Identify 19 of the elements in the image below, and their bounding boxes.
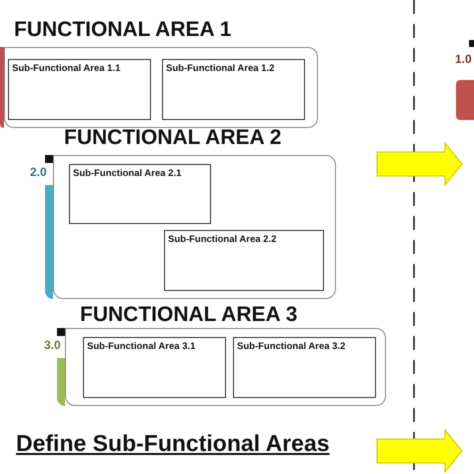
sub-area-title: Sub-Functional Area 3.1 (87, 341, 196, 352)
area-number: 3.0 (44, 338, 61, 352)
sub-area-box (162, 59, 305, 120)
sub-area-title: Sub-Functional Area 2.1 (73, 168, 182, 179)
sub-area-title: Sub-Functional Area 1.2 (166, 63, 274, 74)
area-heading: FUNCTIONAL AREA 1 (14, 18, 232, 42)
sub-area-box (164, 230, 324, 291)
caption: Define Sub-Functional Areas (16, 430, 330, 457)
area-heading: FUNCTIONAL AREA 3 (80, 303, 298, 327)
sub-area-box (8, 59, 151, 120)
area-heading: FUNCTIONAL AREA 2 (64, 126, 282, 150)
sub-area-box (69, 164, 211, 224)
sub-area-title: Sub-Functional Area 3.2 (237, 341, 346, 352)
sub-area-box (233, 337, 376, 398)
area-number: 2.0 (30, 165, 47, 179)
area-number: 1.0 (455, 52, 472, 66)
sub-area-box (83, 337, 226, 398)
sub-area-title: Sub-Functional Area 1.1 (12, 63, 120, 74)
sub-area-title: Sub-Functional Area 2.2 (168, 234, 276, 245)
